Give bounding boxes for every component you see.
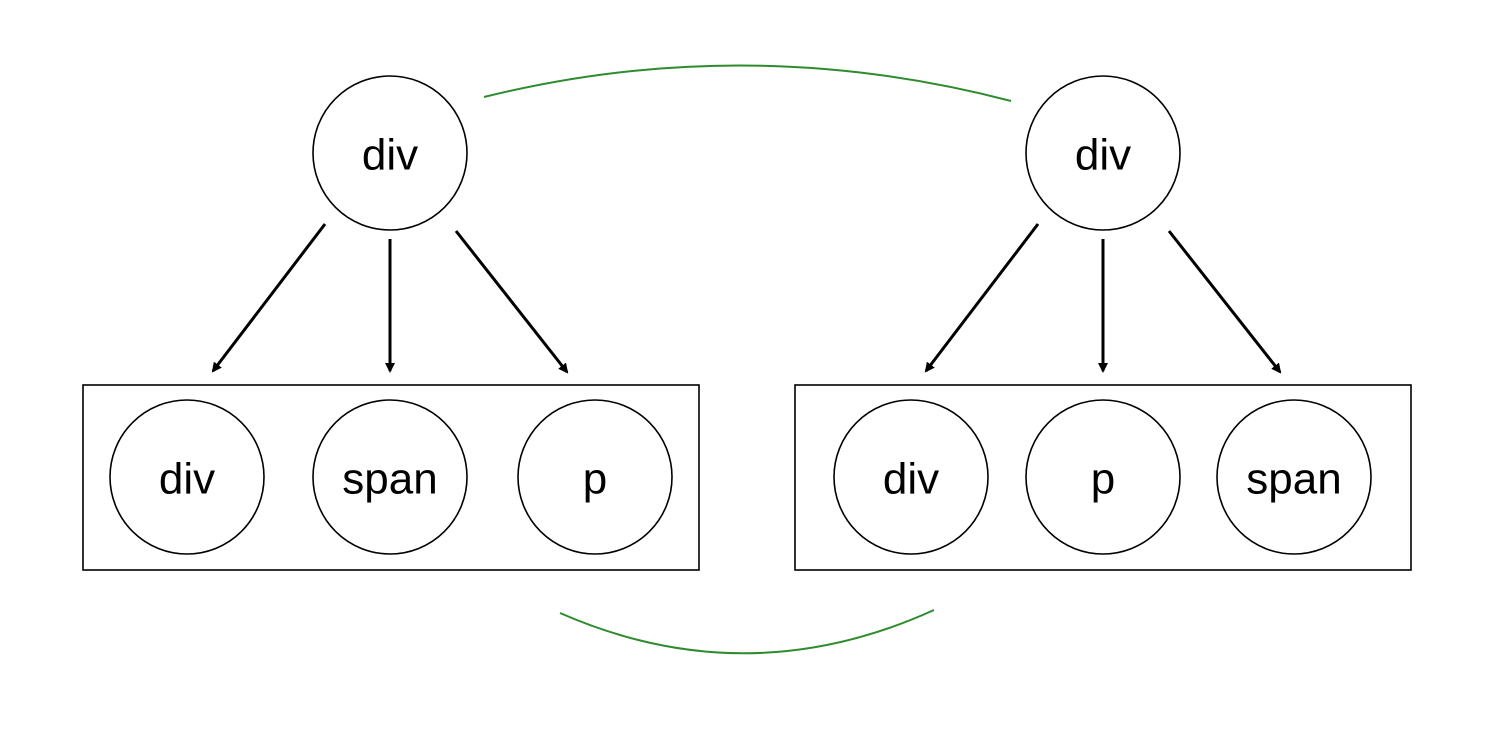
right-child-3-label: span bbox=[1246, 455, 1341, 504]
root-comparison-arc bbox=[483, 64, 1012, 102]
right-edge-to-child-3 bbox=[1167, 230, 1282, 374]
right-root-node: div bbox=[1025, 75, 1181, 231]
right-child-1-label: div bbox=[883, 455, 939, 504]
left-root-node: div bbox=[312, 75, 468, 231]
left-child-node-3: p bbox=[517, 399, 673, 555]
children-comparison-arc bbox=[559, 609, 935, 655]
right-child-node-2: p bbox=[1025, 399, 1181, 555]
right-child-node-1: div bbox=[833, 399, 989, 555]
left-tree: div div span p bbox=[82, 75, 700, 571]
left-child-node-2: span bbox=[312, 399, 468, 555]
left-child-3-label: p bbox=[583, 455, 607, 504]
right-tree: div div p span bbox=[794, 75, 1412, 571]
left-children-box bbox=[82, 384, 700, 571]
right-root-label: div bbox=[1075, 131, 1131, 180]
left-edge-to-child-1 bbox=[211, 223, 327, 373]
left-child-2-label: span bbox=[342, 455, 437, 504]
left-edge-to-child-3 bbox=[454, 230, 569, 374]
left-child-1-label: div bbox=[159, 455, 215, 504]
right-children-box bbox=[794, 384, 1412, 571]
right-child-node-3: span bbox=[1216, 399, 1372, 555]
left-root-label: div bbox=[362, 131, 418, 180]
right-edge-to-child-1 bbox=[924, 223, 1040, 373]
left-child-node-1: div bbox=[109, 399, 265, 555]
right-child-2-label: p bbox=[1091, 455, 1115, 504]
